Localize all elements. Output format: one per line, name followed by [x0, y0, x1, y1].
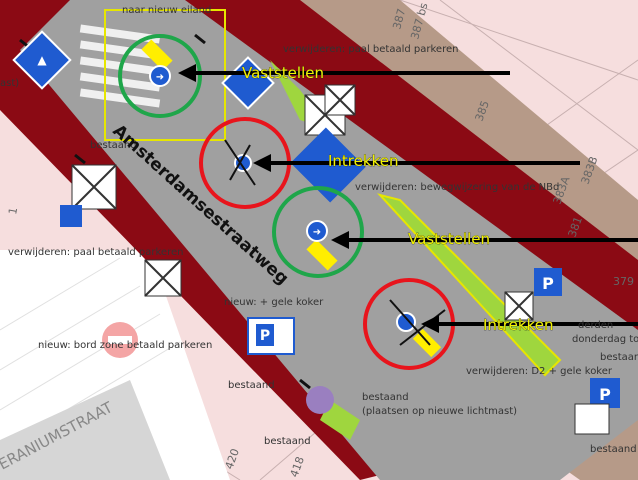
svg-text:➜: ➜ [156, 72, 164, 83]
annotation-text-1: Vaststellen [242, 64, 324, 82]
parcel-387: 387 [390, 7, 408, 31]
parcel-379: 379 [613, 275, 634, 288]
sign-crossed-left [60, 164, 117, 227]
label-bestaand-3: bestaand [362, 392, 409, 403]
sign-crossed-mid-left [144, 259, 182, 297]
svg-text:➜: ➜ [313, 227, 321, 238]
label-bestaand-2: bestaand [228, 380, 275, 391]
bicycle-symbol [306, 386, 334, 414]
label-verw-paal-2: verwijderen: paal betaald parkeren [8, 247, 183, 258]
sign-crossed-upper-right [324, 84, 356, 116]
svg-text:P: P [260, 328, 270, 344]
label-nieuw-gele-koker: nieuw: + gele koker [224, 297, 324, 308]
sign-no-entry [102, 322, 138, 358]
sign-parking-right: P [504, 268, 562, 321]
label-bestaand-1: bestaand [90, 140, 137, 151]
label-bestaand-4: bestaand [264, 436, 311, 447]
keep-right-sign-2 [224, 139, 256, 186]
keep-right-sign-1: ➜ [149, 65, 171, 87]
svg-text:▲: ▲ [37, 53, 47, 67]
label-verw-bewegwijzering: verwijderen: bewegwijzering van de NBd [355, 182, 559, 193]
annotation-text-2: Intrekken [328, 152, 398, 170]
label-r-bestaand-2: bestaand [600, 352, 638, 363]
annotation-circle-3 [272, 186, 364, 278]
arrow-1-head [178, 64, 196, 82]
label-lichtmast: (plaatsen op nieuwe lichtmast) [362, 406, 517, 417]
annotation-text-3: Vaststellen [408, 230, 490, 248]
label-derden: derden [578, 320, 613, 331]
label-verw-paal-1: verwijderen: paal betaald parkeren [283, 44, 458, 55]
street-geraniumstraat [0, 380, 170, 480]
parcel-1: 1 [6, 206, 20, 215]
asphalt [20, 0, 638, 480]
arrow-2-head [253, 154, 271, 172]
annotation-text-4: Intrekken [483, 316, 553, 334]
keep-right-sign-3: ➜ [306, 220, 328, 242]
label-donderdag: donderdag tot [572, 334, 638, 345]
label-verw-d2: verwijderen: D2 + gele koker [466, 366, 613, 377]
label-r-bestaand: bestaand [590, 444, 637, 455]
label-naar-eiland: naar nieuw eiland [122, 5, 211, 16]
sidewalk-right [300, 0, 638, 260]
svg-text:P: P [599, 385, 611, 404]
sign-pedestrian-crossing-left: ▲ [12, 30, 72, 90]
label-ast: ast) [0, 78, 19, 89]
sign-pedestrian-crossing-top [221, 56, 275, 110]
annotation-arrows [178, 64, 638, 333]
green-island-bottom [320, 400, 360, 440]
arrow-4-head [421, 315, 439, 333]
sign-parking-bottom-right: P [574, 378, 620, 435]
svg-text:P: P [542, 274, 554, 293]
annotation-circle-1 [118, 34, 202, 118]
sign-parking-zone-center: P [247, 317, 295, 355]
label-nieuw-bord-zone: nieuw: bord zone betaald parkeren [38, 340, 212, 351]
arrow-3-head [331, 231, 349, 249]
